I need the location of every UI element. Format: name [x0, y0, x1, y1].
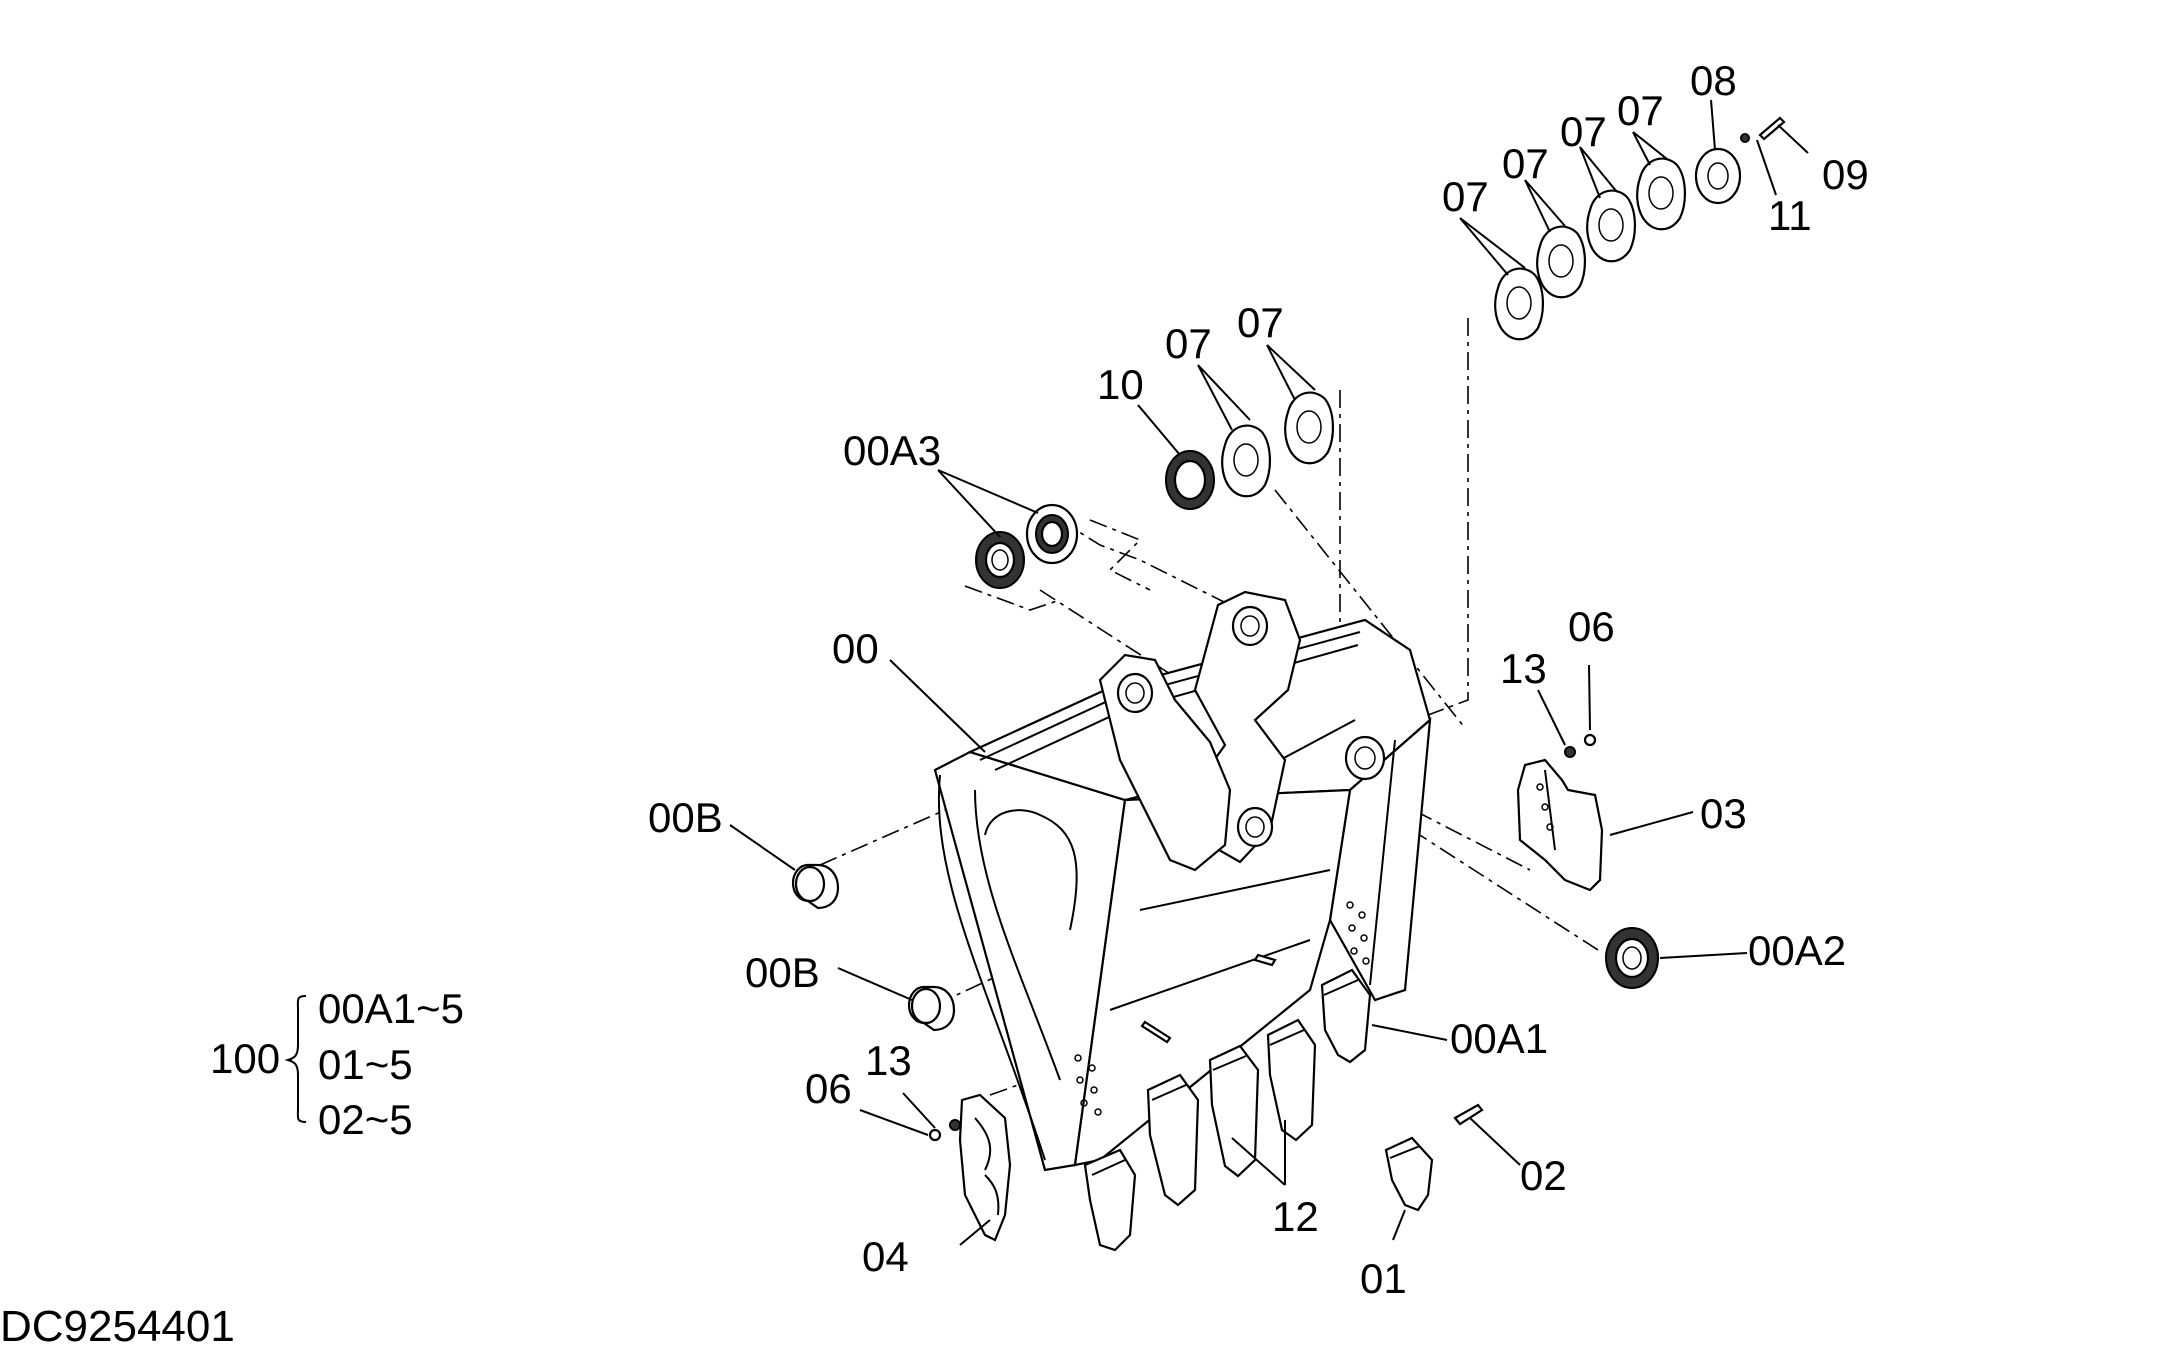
- label-06-right: 06: [1568, 603, 1615, 650]
- assembly-item-2: 01~5: [318, 1041, 413, 1088]
- label-02: 02: [1520, 1152, 1567, 1199]
- bolt-09: [1758, 116, 1786, 141]
- bushing-upper: [791, 863, 840, 910]
- label-01: 01: [1360, 1255, 1407, 1302]
- label-11: 11: [1768, 192, 1812, 239]
- tooth-pin: [1453, 1103, 1484, 1126]
- drawing-code: DC9254401: [0, 1302, 235, 1351]
- detached-tooth: [1384, 1136, 1434, 1212]
- label-07-upper-a: 07: [1442, 173, 1489, 220]
- shim-07-upper-d: [1636, 157, 1686, 231]
- label-13-left: 13: [865, 1037, 912, 1084]
- label-00a1: 00A1: [1450, 1015, 1549, 1062]
- label-00a2: 00A2: [1748, 927, 1847, 974]
- assembly-item-1: 00A1~5: [318, 985, 464, 1032]
- bucket-body: [933, 590, 1432, 1172]
- nut-06-right: [1583, 733, 1597, 747]
- ring-10: [1165, 450, 1215, 510]
- assembly-brace: [284, 995, 307, 1123]
- assembly-item-3: 02~5: [318, 1096, 413, 1143]
- label-06-left: 06: [805, 1065, 852, 1112]
- bushing-lower: [907, 985, 956, 1032]
- side-cutter-left: [958, 1093, 1012, 1242]
- label-13-right: 13: [1500, 645, 1547, 692]
- label-07-lower-b: 07: [1237, 299, 1284, 346]
- shim-07-lower-b: [1284, 391, 1334, 465]
- washer-13-right: [1564, 746, 1576, 758]
- label-00: 00: [832, 625, 879, 672]
- bucket-teeth: [1083, 968, 1372, 1252]
- label-04: 04: [862, 1233, 909, 1280]
- label-03: 03: [1700, 790, 1747, 837]
- label-00b-upper: 00B: [648, 794, 723, 841]
- side-cutter-right: [1516, 758, 1604, 892]
- edge-bolt-holes: [1074, 901, 1370, 1116]
- label-07-upper-b: 07: [1502, 140, 1549, 187]
- label-00a3: 00A3: [843, 427, 942, 474]
- label-07-lower-a: 07: [1165, 320, 1212, 367]
- shim-07-upper-b: [1536, 225, 1586, 299]
- bearing-00a2: [1605, 927, 1659, 989]
- label-12: 12: [1272, 1193, 1319, 1240]
- shim-07-upper-c: [1586, 189, 1636, 263]
- label-10: 10: [1097, 361, 1144, 408]
- shim-07-lower-a: [1221, 424, 1271, 498]
- plate-08: [1694, 147, 1742, 205]
- nut-06-left: [928, 1128, 942, 1142]
- bearing-00a3-right: [1025, 503, 1079, 565]
- washer-11: [1740, 133, 1750, 143]
- vertical-pins: [1140, 953, 1277, 1044]
- assembly-number: 100: [210, 1035, 281, 1082]
- label-00b-lower: 00B: [745, 949, 820, 996]
- bearing-00a3-left: [975, 531, 1025, 589]
- label-07-upper-d: 07: [1617, 87, 1664, 134]
- label-09: 09: [1822, 151, 1869, 198]
- leader-lines: [729, 99, 1809, 1246]
- shim-07-upper-a: [1494, 267, 1544, 341]
- washer-13-left: [949, 1119, 961, 1131]
- label-08: 08: [1690, 57, 1737, 104]
- label-07-upper-c: 07: [1560, 108, 1607, 155]
